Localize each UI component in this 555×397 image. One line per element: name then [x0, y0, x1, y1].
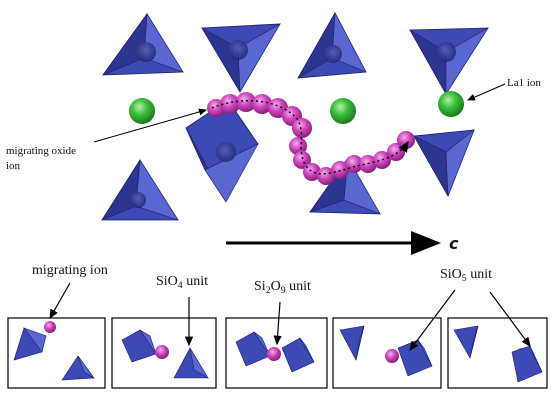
- si2o9-subscript-2: 9: [280, 285, 286, 296]
- la-ion-2: [330, 98, 356, 124]
- sio4-tetrahedron-top-inverted-2: [409, 27, 489, 96]
- panel-3: [225, 317, 328, 389]
- panel-5: [447, 317, 548, 389]
- sio4-tetrahedron-top-right: [297, 11, 367, 79]
- si2o9-suffix: unit: [285, 279, 311, 294]
- sio4-tetrahedron-middle-right: [413, 129, 475, 197]
- si2o9-unit-label: Si2O9 unit: [254, 280, 311, 296]
- sio4-unit-label: SiO4 unit: [156, 275, 208, 291]
- si2o9-text: Si: [254, 279, 266, 294]
- sio4-tetrahedron-top-left: [102, 12, 184, 76]
- si2o9-subscript-1: 2: [265, 285, 271, 296]
- sio4-tetrahedron-top-inverted-1: [201, 23, 281, 94]
- la-ion-3: [438, 91, 464, 117]
- panel-4: [332, 317, 442, 389]
- la-ion-1: [129, 98, 155, 124]
- migrating-ion-pointer: [49, 282, 71, 320]
- oxide-pointer: [93, 108, 207, 143]
- oxide-migration-path: [207, 92, 415, 185]
- sio5-pointer-2: [489, 291, 531, 347]
- sio5-unit-label: SiO5 unit: [440, 268, 492, 284]
- migrating-oxide-label-line2: ion: [6, 160, 21, 172]
- panel-1: [7, 317, 106, 389]
- sio5-suffix: unit: [466, 267, 492, 282]
- migrating-oxide-label-line1: migrating oxide: [6, 145, 76, 157]
- c-axis-label: c: [449, 234, 459, 253]
- sio5-subscript: 5: [461, 273, 467, 284]
- sio4-subscript: 4: [177, 280, 183, 291]
- sio4-tetrahedron-bottom-left: [101, 159, 179, 221]
- sio5-pointer-1: [409, 289, 456, 351]
- sio4-suffix: unit: [182, 274, 208, 289]
- migrating-ion-label: migrating ion: [32, 263, 108, 278]
- si2o9-mid: O: [270, 279, 281, 294]
- la1-label: La1 ion: [507, 77, 541, 89]
- sio5-text: SiO: [440, 267, 462, 282]
- panel-2: [111, 317, 217, 389]
- si2o9-pointer: [273, 301, 282, 346]
- sio4-text: SiO: [156, 274, 178, 289]
- sio4-tetrahedron-middle-left: [185, 99, 259, 203]
- la1-pointer: [467, 83, 506, 101]
